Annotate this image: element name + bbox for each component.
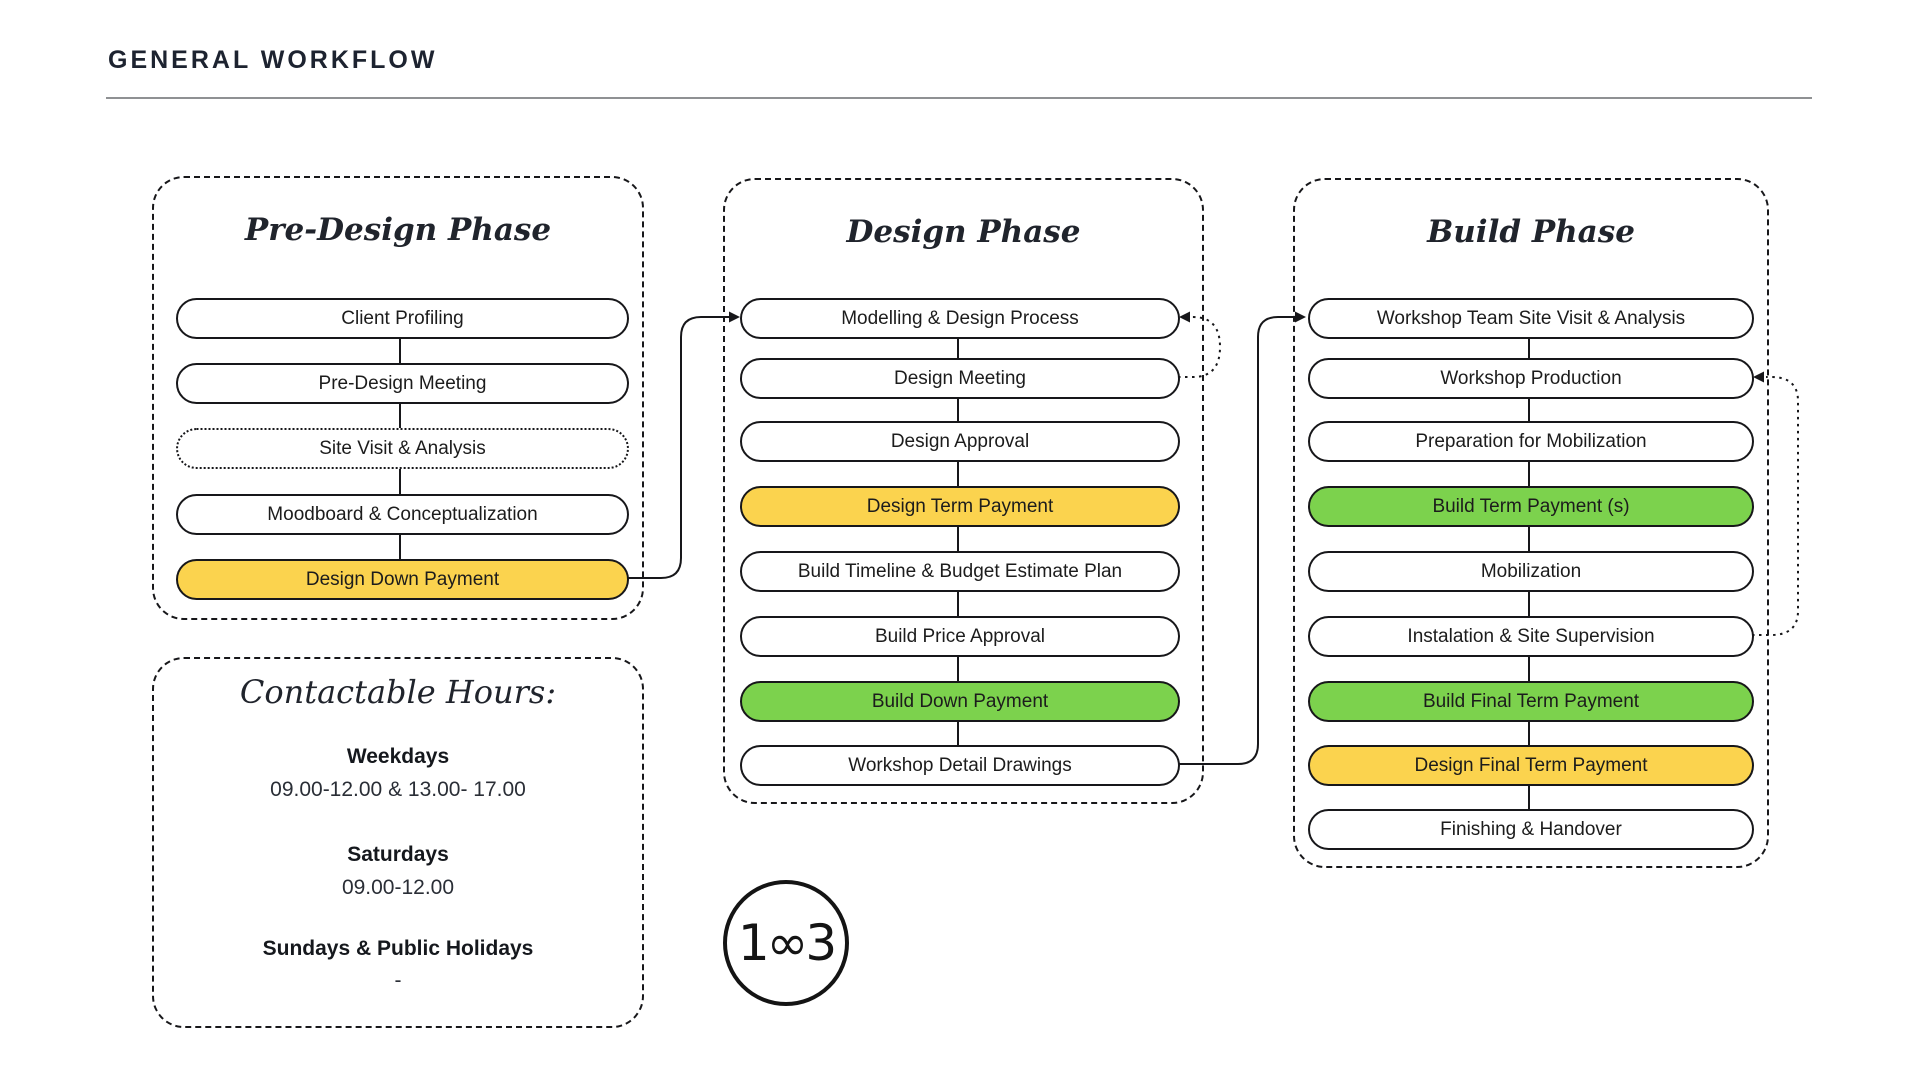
arrowhead-into-workshop-team xyxy=(1295,311,1306,323)
step-finishing-handover: Finishing & Handover xyxy=(1308,809,1754,850)
step-design-down-payment: Design Down Payment xyxy=(176,559,629,600)
design-phase-container: Design Phase Modelling & Design Process … xyxy=(723,178,1204,804)
pre-design-phase-title: Pre-Design Phase xyxy=(244,212,552,248)
saturdays-hours: 09.00-12.00 xyxy=(341,876,455,899)
arrowhead-into-workshop-production xyxy=(1753,371,1764,383)
pre-design-phase-container: Pre-Design Phase Client Profiling Pre-De… xyxy=(152,176,644,620)
step-build-timeline-budget: Build Timeline & Budget Estimate Plan xyxy=(740,551,1180,592)
design-phase-title: Design Phase xyxy=(846,214,1081,250)
step-pre-design-meeting: Pre-Design Meeting xyxy=(176,363,629,404)
step-build-down-payment: Build Down Payment xyxy=(740,681,1180,722)
brand-logo: 1∞3 xyxy=(723,880,849,1006)
step-design-meeting: Design Meeting xyxy=(740,358,1180,399)
logo-glyph: 1∞3 xyxy=(738,914,834,972)
arrowhead-into-modelling-feedback xyxy=(1179,311,1190,323)
contactable-hours-title: Contactable Hours: xyxy=(239,673,557,711)
step-preparation-mobilization: Preparation for Mobilization xyxy=(1308,421,1754,462)
step-modelling-design-process: Modelling & Design Process xyxy=(740,298,1180,339)
step-site-visit-analysis: Site Visit & Analysis xyxy=(176,428,629,469)
build-phase-container: Build Phase Workshop Team Site Visit & A… xyxy=(1293,178,1769,868)
step-design-term-payment: Design Term Payment xyxy=(740,486,1180,527)
step-build-price-approval: Build Price Approval xyxy=(740,616,1180,657)
step-moodboard-conceptualization: Moodboard & Conceptualization xyxy=(176,494,629,535)
feedback-loop-site-supervision xyxy=(1752,376,1799,636)
step-design-final-term-payment: Design Final Term Payment xyxy=(1308,745,1754,786)
step-mobilization: Mobilization xyxy=(1308,551,1754,592)
step-build-final-term-payment: Build Final Term Payment xyxy=(1308,681,1754,722)
step-workshop-production: Workshop Production xyxy=(1308,358,1754,399)
weekdays-label: Weekdays xyxy=(346,745,450,768)
sundays-holidays-hours: - xyxy=(394,969,402,992)
sundays-holidays-label: Sundays & Public Holidays xyxy=(262,937,534,960)
step-workshop-detail-drawings: Workshop Detail Drawings xyxy=(740,745,1180,786)
arrowhead-into-modelling xyxy=(729,311,740,323)
logo-circle xyxy=(723,880,849,1006)
step-workshop-team-site-visit: Workshop Team Site Visit & Analysis xyxy=(1308,298,1754,339)
connector-predesign-to-design xyxy=(627,316,729,579)
step-build-term-payments: Build Term Payment (s) xyxy=(1308,486,1754,527)
build-phase-title: Build Phase xyxy=(1427,214,1635,250)
contactable-hours-container: Contactable Hours: Weekdays 09.00-12.00 … xyxy=(152,657,644,1028)
weekdays-hours: 09.00-12.00 & 13.00- 17.00 xyxy=(270,778,526,801)
step-client-profiling: Client Profiling xyxy=(176,298,629,339)
step-instalation-site-supervision: Instalation & Site Supervision xyxy=(1308,616,1754,657)
saturdays-label: Saturdays xyxy=(347,843,449,866)
connector-design-to-build xyxy=(1178,316,1295,765)
title-divider xyxy=(106,97,1812,99)
page-title: GENERAL WORKFLOW xyxy=(108,46,438,74)
step-design-approval: Design Approval xyxy=(740,421,1180,462)
